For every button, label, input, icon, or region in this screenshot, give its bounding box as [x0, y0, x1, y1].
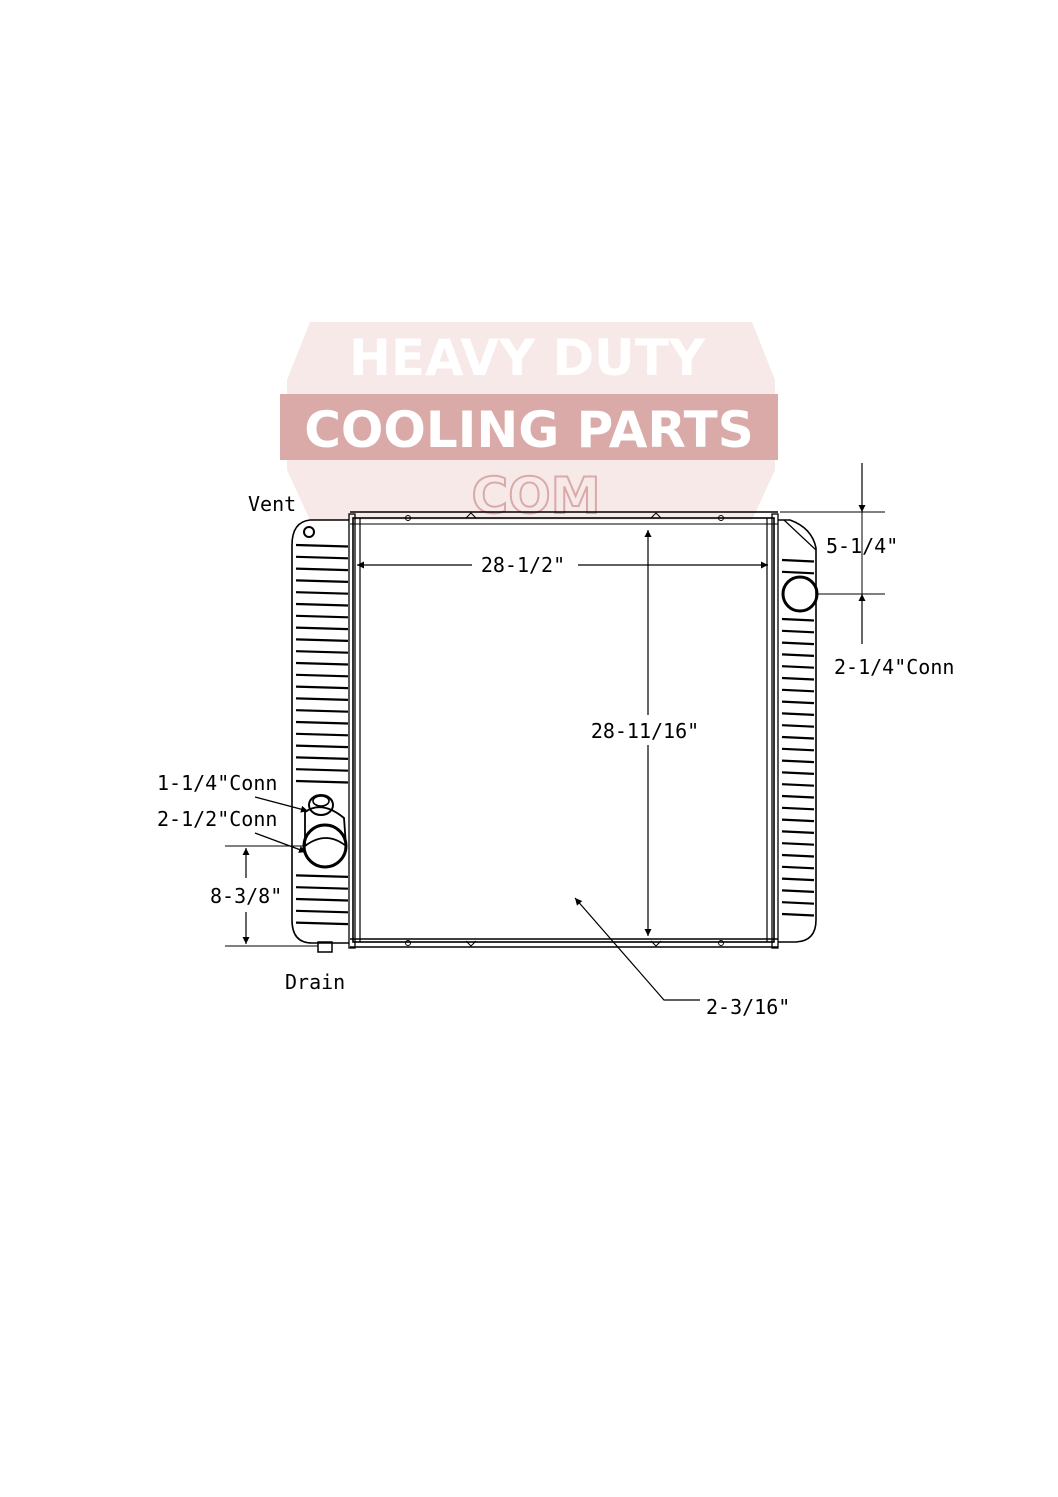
tank-fin: [781, 818, 815, 823]
tank-fin: [781, 724, 815, 728]
tank-fin: [781, 889, 815, 893]
inlet-conn-label: 2-1/2"Conn: [157, 807, 277, 831]
small-inlet-boss: [308, 794, 334, 816]
tank-fin: [295, 650, 349, 654]
tank-fin: [781, 806, 815, 811]
tank-fin: [295, 591, 349, 595]
tank-fin: [781, 794, 815, 799]
vent-fitting: [303, 526, 315, 538]
tank-fin: [295, 567, 349, 572]
tank-fin: [781, 865, 815, 870]
tank-fin: [781, 676, 815, 681]
tank-fin: [781, 853, 815, 858]
tank-fin: [781, 901, 815, 905]
watermark-line-2: COOLING PARTS: [304, 401, 754, 459]
tank-fin: [295, 909, 349, 914]
tank-fin: [295, 555, 349, 560]
tank-fin: [295, 543, 349, 548]
tank-fin: [781, 641, 815, 646]
core-width-dimension: 28-1/2": [357, 553, 768, 577]
tank-fin: [781, 688, 815, 693]
tank-fin: [781, 830, 815, 834]
tank-fin: [781, 783, 815, 787]
right-tank: [778, 519, 819, 943]
tank-fin: [781, 558, 815, 563]
outlet-offset-label: 5-1/4": [826, 534, 898, 558]
core-width-label: 28-1/2": [481, 553, 565, 577]
inlet-conn-leaders: 1-1/4"Conn 2-1/2"Conn: [157, 771, 309, 853]
tank-fin: [781, 759, 815, 764]
tank-fin: [295, 720, 349, 725]
watermark-line-3: COM: [472, 467, 601, 525]
tank-fin: [781, 665, 815, 669]
left-tank: [291, 519, 349, 953]
inlet-offset-label: 8-3/8": [210, 884, 282, 908]
radiator-core: [348, 511, 779, 949]
tank-fin: [295, 638, 349, 642]
tank-fin: [781, 877, 815, 882]
outlet-offset-dimension: 5-1/4" 2-1/4"Conn: [780, 463, 954, 679]
tank-fin: [295, 685, 349, 690]
watermark-line-1: HEAVY DUTY: [349, 329, 706, 387]
core-thickness-label: 2-3/16": [706, 995, 790, 1019]
tank-fin: [295, 614, 349, 619]
inlet-offset-dimension: 8-3/8": [210, 845, 318, 947]
tank-fin: [781, 617, 815, 622]
tank-fin: [295, 732, 349, 737]
tank-fin: [781, 771, 815, 775]
outlet-port: [781, 575, 819, 613]
tank-fin: [781, 570, 815, 575]
tank-fin: [295, 626, 349, 631]
core-thickness-leader: 2-3/16": [574, 897, 790, 1019]
tank-fin: [295, 673, 349, 678]
small-inlet-conn-label: 1-1/4"Conn: [157, 771, 277, 795]
tank-fin: [295, 874, 349, 878]
tank-fin: [295, 661, 349, 666]
watermark-logo: HEAVY DUTY COOLING PARTS COM: [280, 322, 778, 526]
tank-fin: [781, 629, 815, 634]
tank-fin: [295, 709, 349, 713]
tank-fin: [781, 700, 815, 705]
watermark-band: [280, 394, 778, 460]
tank-fin: [295, 768, 349, 772]
core-height-label: 28-11/16": [591, 719, 699, 743]
tank-fin: [295, 697, 349, 701]
tank-fin: [295, 744, 349, 749]
outlet-conn-label: 2-1/4"Conn: [834, 655, 954, 679]
tank-fin: [781, 712, 815, 716]
tank-fin: [295, 602, 349, 607]
tank-fin: [781, 653, 815, 657]
tank-fin: [295, 579, 349, 583]
inlet-port: [302, 823, 348, 869]
drain-fitting: [317, 941, 333, 953]
vent-label: Vent: [248, 492, 296, 516]
core-height-dimension: 28-11/16": [591, 530, 699, 936]
tank-fin: [295, 779, 349, 784]
tank-fin: [295, 921, 349, 926]
tank-fin: [295, 897, 349, 902]
tank-fin: [295, 886, 349, 890]
tank-fin: [781, 842, 815, 846]
drain-label: Drain: [285, 970, 345, 994]
tank-fin: [295, 756, 349, 760]
tank-fin: [781, 735, 815, 740]
tank-fin: [781, 912, 815, 917]
tank-fin: [781, 747, 815, 752]
